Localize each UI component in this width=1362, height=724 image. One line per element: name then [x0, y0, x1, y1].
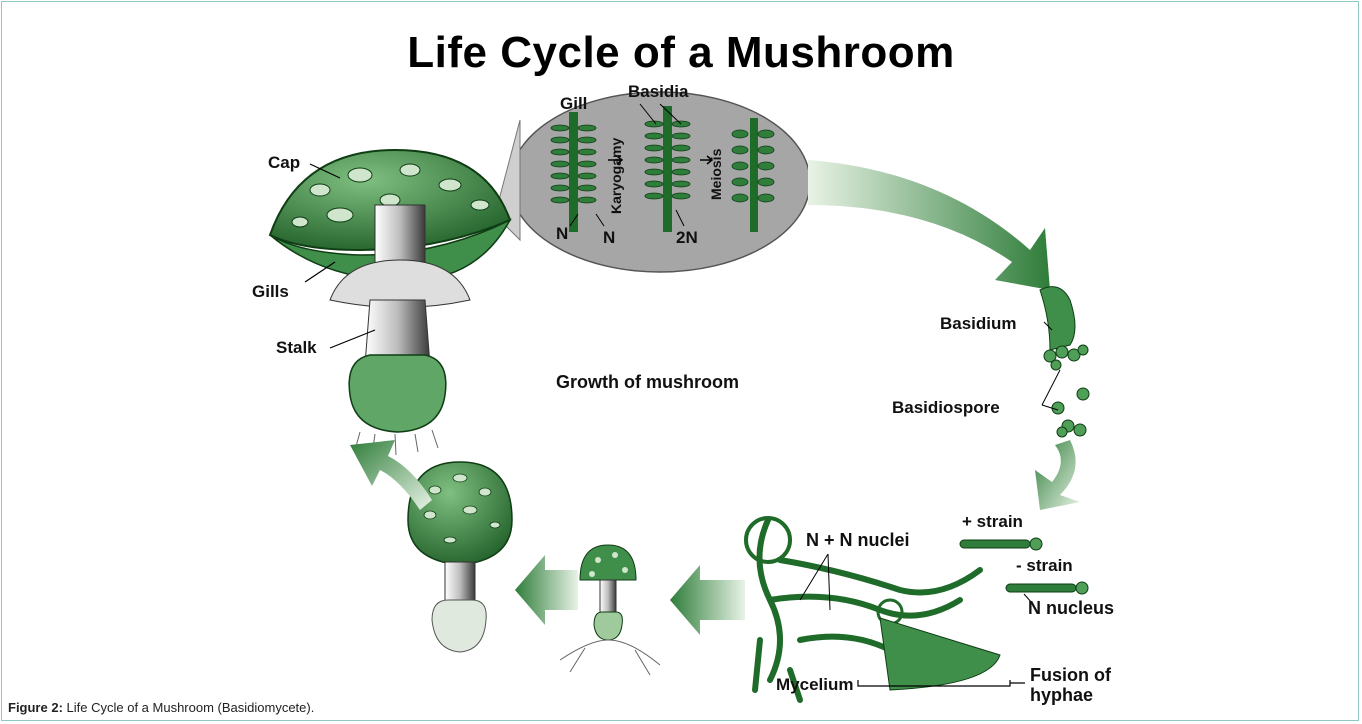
- label-growth: Growth of mushroom: [556, 372, 739, 393]
- label-mycelium: Mycelium: [776, 675, 853, 695]
- label-cap: Cap: [268, 153, 300, 173]
- label-basidium: Basidium: [940, 314, 1017, 334]
- label-plus-strain: + strain: [962, 512, 1023, 532]
- label-fusion: Fusion of: [1030, 665, 1111, 686]
- label-karyogamy: Karyogamy: [608, 138, 624, 214]
- label-hyphae: hyphae: [1030, 685, 1093, 706]
- label-stalk: Stalk: [276, 338, 317, 358]
- basidium: [1040, 287, 1089, 437]
- figure-caption: Figure 2: Life Cycle of a Mushroom (Basi…: [8, 700, 314, 715]
- label-n-nucleus: N nucleus: [1028, 598, 1114, 619]
- caption-text: Life Cycle of a Mushroom (Basidiomycete)…: [63, 700, 314, 715]
- label-nn-nuclei: N + N nuclei: [806, 530, 910, 551]
- label-gill: Gill: [560, 94, 587, 114]
- label-n-right: N: [603, 228, 615, 248]
- gill-enlargement: [510, 92, 810, 272]
- label-2n: 2N: [676, 228, 698, 248]
- label-n-left: N: [556, 224, 568, 244]
- label-minus-strain: - strain: [1016, 556, 1073, 576]
- fusion-wedge: [880, 618, 1000, 690]
- mature-mushroom: [270, 150, 510, 455]
- label-basidiospore: Basidiospore: [892, 398, 1000, 418]
- caption-label: Figure 2:: [8, 700, 63, 715]
- label-basidia: Basidia: [628, 82, 688, 102]
- label-gills: Gills: [252, 282, 289, 302]
- label-meiosis: Meiosis: [708, 149, 724, 200]
